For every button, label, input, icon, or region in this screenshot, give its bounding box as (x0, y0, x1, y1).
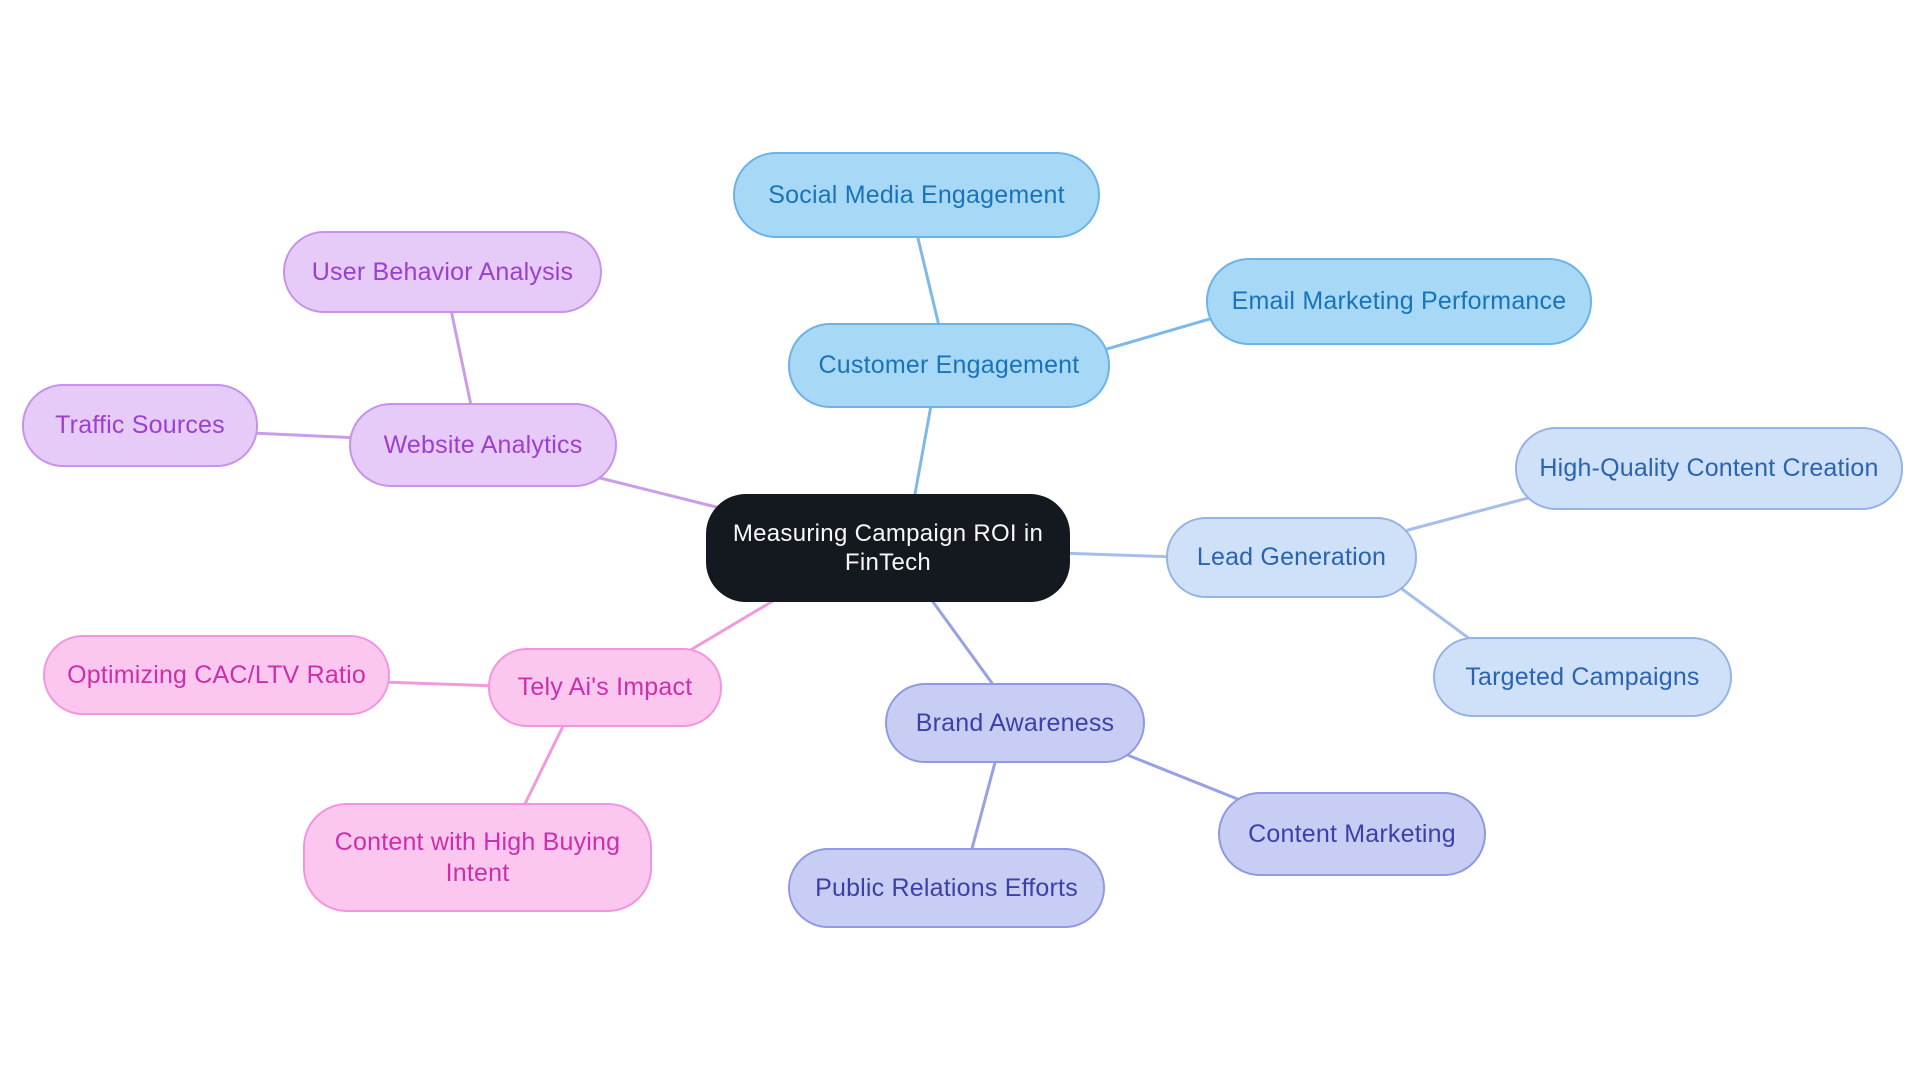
edge-website_analytics-to-user_behavior_analysis (448, 303, 474, 412)
node-customer-engagement-label: Customer Engagement (818, 351, 1080, 380)
node-public-relations-efforts[interactable]: Public Relations Efforts (788, 848, 1105, 928)
node-targeted-campaigns-label: Targeted Campaigns (1465, 662, 1700, 691)
node-traffic-sources-label: Traffic Sources (55, 411, 225, 440)
node-content-with-high-buying-intent[interactable]: Content with High Buying Intent (303, 803, 652, 912)
edge-brand_awareness-to-public_relations_efforts (968, 753, 999, 858)
node-website-analytics[interactable]: Website Analytics (349, 403, 617, 487)
edge-tely_ai_impact-to-optimizing_cac_ltv (380, 680, 500, 688)
edge-central-to-customer_engagement (911, 398, 934, 507)
node-central[interactable]: Measuring Campaign ROI in FinTech (706, 494, 1070, 602)
edge-lead_generation-to-high_quality_content_creation (1406, 496, 1530, 532)
node-lead-generation-label: Lead Generation (1196, 543, 1387, 572)
edge-website_analytics-to-traffic_sources (248, 431, 362, 440)
edge-brand_awareness-to-content_marketing (1118, 750, 1242, 802)
node-high-quality-content-creation-label: High-Quality Content Creation (1539, 454, 1879, 483)
node-traffic-sources[interactable]: Traffic Sources (22, 384, 258, 467)
edge-central-to-website_analytics (598, 476, 722, 510)
node-optimizing-cac-ltv-ratio[interactable]: Optimizing CAC/LTV Ratio (43, 635, 390, 715)
edge-central-to-brand_awareness (926, 593, 999, 692)
edge-tely_ai_impact-to-content_high_buying_intent (520, 718, 568, 812)
node-lead-generation[interactable]: Lead Generation (1166, 517, 1417, 598)
node-user-behavior-analysis[interactable]: User Behavior Analysis (283, 231, 602, 313)
edge-customer_engagement-to-email_marketing_performance (1098, 314, 1222, 353)
node-content-marketing-label: Content Marketing (1248, 819, 1456, 848)
node-user-behavior-analysis-label: User Behavior Analysis (311, 257, 574, 286)
node-social-media-engagement-label: Social Media Engagement (768, 180, 1065, 209)
edge-central-to-lead_generation (1056, 551, 1180, 559)
edge-central-to-tely_ai_impact (680, 596, 780, 657)
node-public-relations-efforts-label: Public Relations Efforts (815, 873, 1078, 902)
node-email-marketing-performance-label: Email Marketing Performance (1231, 287, 1567, 316)
node-brand-awareness-label: Brand Awareness (915, 708, 1115, 737)
node-website-analytics-label: Website Analytics (383, 430, 583, 459)
node-central-label: Measuring Campaign ROI in FinTech (732, 519, 1044, 576)
node-content-marketing[interactable]: Content Marketing (1218, 792, 1486, 876)
node-targeted-campaigns[interactable]: Targeted Campaigns (1433, 637, 1732, 717)
node-brand-awareness[interactable]: Brand Awareness (885, 683, 1145, 763)
edge-lead_generation-to-targeted_campaigns (1396, 584, 1480, 647)
node-high-quality-content-creation[interactable]: High-Quality Content Creation (1515, 427, 1903, 510)
node-email-marketing-performance[interactable]: Email Marketing Performance (1206, 258, 1592, 345)
node-optimizing-cac-ltv-ratio-label: Optimizing CAC/LTV Ratio (67, 660, 366, 689)
node-social-media-engagement[interactable]: Social Media Engagement (733, 152, 1100, 238)
node-tely-ai-impact[interactable]: Tely Ai's Impact (488, 648, 722, 727)
edge-customer_engagement-to-social_media_engagement (914, 228, 942, 332)
node-content-with-high-buying-intent-label: Content with High Buying Intent (334, 828, 621, 887)
node-tely-ai-impact-label: Tely Ai's Impact (517, 673, 693, 702)
node-customer-engagement[interactable]: Customer Engagement (788, 323, 1110, 408)
